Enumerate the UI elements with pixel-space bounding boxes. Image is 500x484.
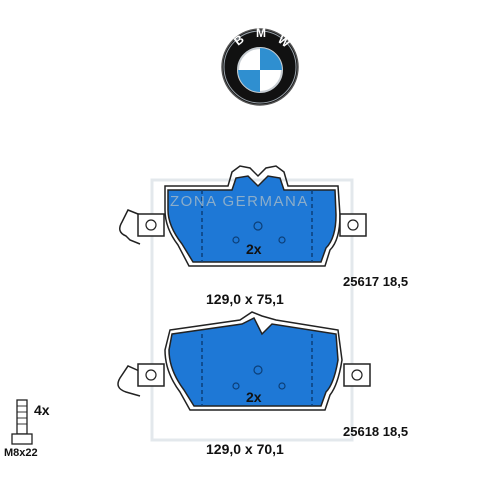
bolt-quantity: 4x (34, 402, 50, 418)
bolt-icon (11, 399, 33, 445)
brake-pad-2 (117, 311, 371, 411)
pad-1-thickness: 18,5 (382, 274, 409, 289)
pad-1-part-info: 25617 18,5 (343, 274, 408, 289)
pad-1-quantity: 2x (246, 241, 262, 257)
brake-pad-1 (119, 165, 367, 267)
bolt-size: M8x22 (4, 447, 38, 459)
pad-1-part-number: 25617 (343, 274, 380, 289)
pad-2-part-info: 25618 18,5 (343, 424, 408, 439)
bmw-logo: B M W (221, 26, 299, 106)
bmw-letter-m: M (256, 26, 266, 40)
watermark: ZONA GERMANA (170, 193, 309, 210)
pad-2-thickness: 18,5 (382, 424, 409, 439)
pad-2-dimensions: 129,0 x 70,1 (206, 441, 284, 457)
pad-2-part-number: 25618 (343, 424, 380, 439)
pad-2-quantity: 2x (246, 389, 262, 405)
pad-1-dimensions: 129,0 x 75,1 (206, 291, 284, 307)
